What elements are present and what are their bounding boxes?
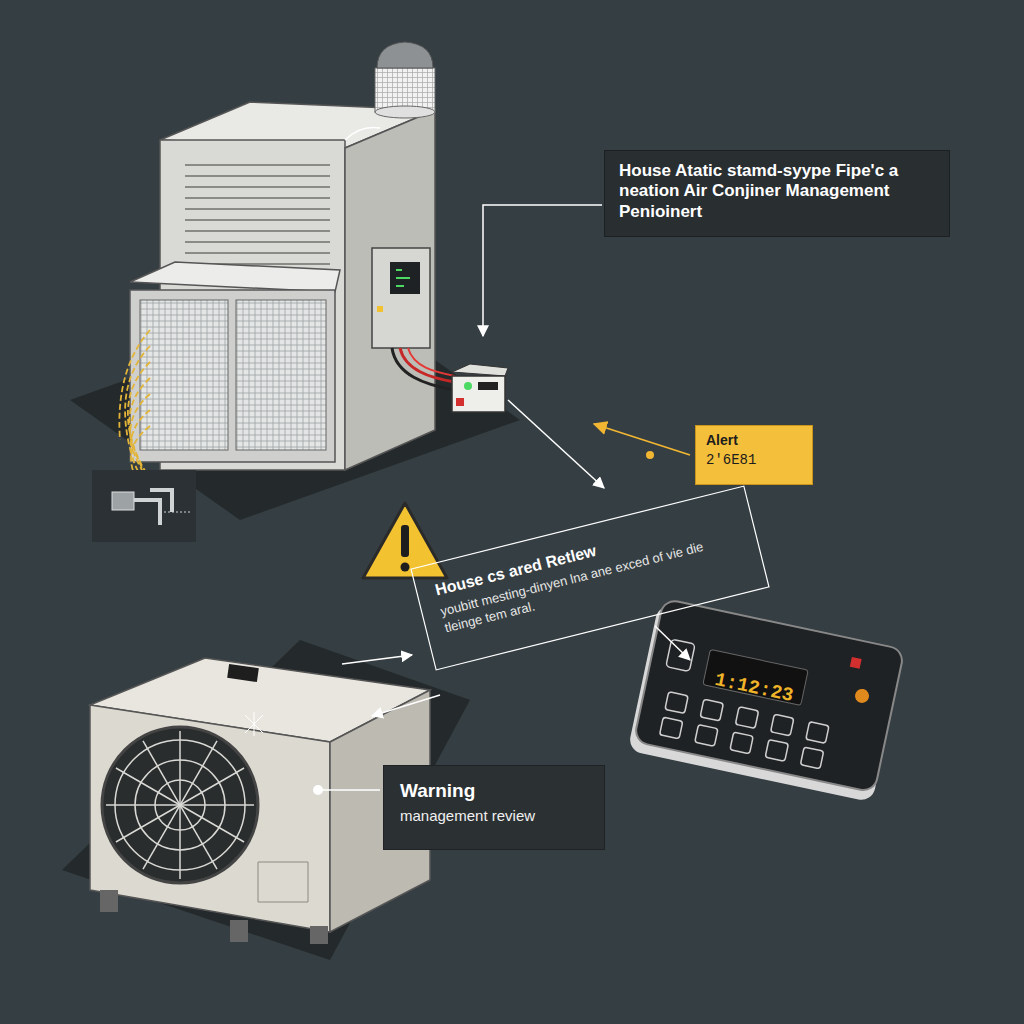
outdoor-unit-part [106, 731, 254, 879]
leader-lines-part [508, 400, 604, 488]
stand-air-conditioner-part [185, 165, 330, 264]
stand-air-conditioner-part [377, 306, 383, 312]
keypad-controller-part [854, 688, 871, 705]
stand-air-conditioner-part [478, 382, 498, 390]
leader-lines-part [646, 451, 654, 459]
stand-air-conditioner-part [345, 110, 435, 470]
outdoor-unit-part [245, 712, 263, 736]
stand-air-conditioner-part [408, 348, 455, 376]
stand-air-conditioner-part [140, 300, 228, 450]
outdoor-unit-part-part [179, 731, 181, 805]
outdoor-unit-part [310, 926, 328, 944]
bracket-icon-part [92, 470, 196, 542]
keypad-controller-part-part [735, 707, 758, 729]
keypad-controller [628, 598, 905, 803]
node-heading: House Atatic stamd-syype Fipe'c a neatio… [619, 161, 935, 222]
warning-triangle [363, 503, 447, 578]
keypad-controller-part [850, 657, 862, 669]
outdoor-unit-part [230, 920, 248, 942]
outdoor-unit-part-part [106, 804, 180, 806]
leader-lines-part [313, 785, 323, 795]
outdoor-unit-part [258, 862, 308, 902]
bracket-icon [92, 470, 196, 542]
stand-air-conditioner-part-part [185, 197, 330, 199]
outdoor-unit-part [102, 727, 258, 883]
keypad-controller-part [634, 599, 905, 793]
leader-lines-part [342, 655, 412, 664]
outdoor-unit-part-part [155, 780, 205, 830]
filter-cylinder-part [375, 106, 435, 118]
warning-triangle-part [363, 503, 447, 578]
stand-air-conditioner-part [456, 398, 464, 406]
display-reading: 1:12:23 [707, 668, 802, 709]
stand-air-conditioner-part [396, 270, 410, 286]
keypad-controller-part-part [666, 639, 695, 671]
stand-air-conditioner-part [130, 262, 340, 292]
outdoor-unit-part [90, 705, 330, 932]
stand-air-conditioner-part-part [185, 252, 330, 254]
stand-air-conditioner-part [236, 300, 326, 450]
warning-triangle-part [401, 525, 409, 557]
stand-air-conditioner-part-part [185, 175, 330, 177]
title-box: House Atatic stamd-syype Fipe'c a neatio… [604, 150, 950, 237]
keypad-controller-part-part [660, 717, 683, 739]
keypad-controller-part-part [765, 740, 788, 762]
leader-lines [313, 205, 690, 795]
filter-cylinder-part [345, 128, 380, 141]
panel-outline [411, 486, 769, 670]
stand-air-conditioner-part-part [185, 208, 330, 210]
stand-air-conditioner-part [400, 348, 455, 382]
leader-lines-part [655, 626, 690, 660]
stand-air-conditioner-part [392, 348, 455, 390]
keypad-controller-part-part [695, 725, 718, 747]
leader-lines-part [320, 789, 380, 791]
stand-air-conditioner-part [464, 382, 472, 390]
filter-cylinder [345, 42, 435, 140]
stand-air-conditioner-part-part [185, 164, 330, 166]
bracket-icon-part [112, 492, 134, 510]
leader-lines-part [483, 205, 602, 336]
stand-air-conditioner-part [452, 364, 508, 376]
keypad-controller-part-part [771, 714, 794, 736]
stand-air-conditioner-part-part [185, 241, 330, 243]
stand-air-conditioner-part-part [185, 230, 330, 232]
node-heading: Alert [706, 432, 802, 449]
keypad-controller-part-part [700, 699, 723, 721]
bracket-icon-part [134, 490, 172, 525]
stand-air-conditioner-part [130, 290, 335, 462]
alert-box: Alert 2'6E81 [695, 425, 813, 485]
keypad-controller-part [652, 639, 840, 769]
warning-box: Warning management review [383, 765, 605, 850]
filter-cylinder-part [377, 42, 433, 68]
outdoor-unit-part-part [115, 740, 245, 870]
stand-air-conditioner-part [452, 376, 505, 412]
bracket-icon-part [160, 512, 190, 513]
stand-air-conditioner-part-part [185, 186, 330, 188]
stand-air-conditioner-part [390, 262, 420, 294]
outdoor-unit-part-part [135, 760, 225, 850]
keypad-controller-part-part [800, 747, 823, 769]
node-body: 2'6E81 [706, 452, 802, 469]
outdoor-unit-part-part [179, 805, 181, 879]
keypad-controller-part-part [665, 692, 688, 714]
outdoor-unit-part-part [180, 804, 254, 806]
leader-lines-part [372, 695, 440, 716]
keypad-controller-part-part [730, 732, 753, 754]
keypad-controller-part-part [806, 722, 829, 744]
filter-cylinder-part [375, 68, 435, 112]
node-body: management review [400, 806, 588, 826]
node-heading: Warning [400, 780, 588, 803]
review-panel: House cs ared Retlewyoubitt mesting-diny… [407, 484, 772, 672]
leader-lines-part [594, 424, 690, 455]
outdoor-unit-part [227, 664, 259, 682]
stand-air-conditioner-part [372, 248, 430, 348]
outdoor-unit-part [100, 890, 118, 912]
warning-triangle-part [401, 563, 410, 572]
stand-air-conditioner-part-part [185, 219, 330, 221]
